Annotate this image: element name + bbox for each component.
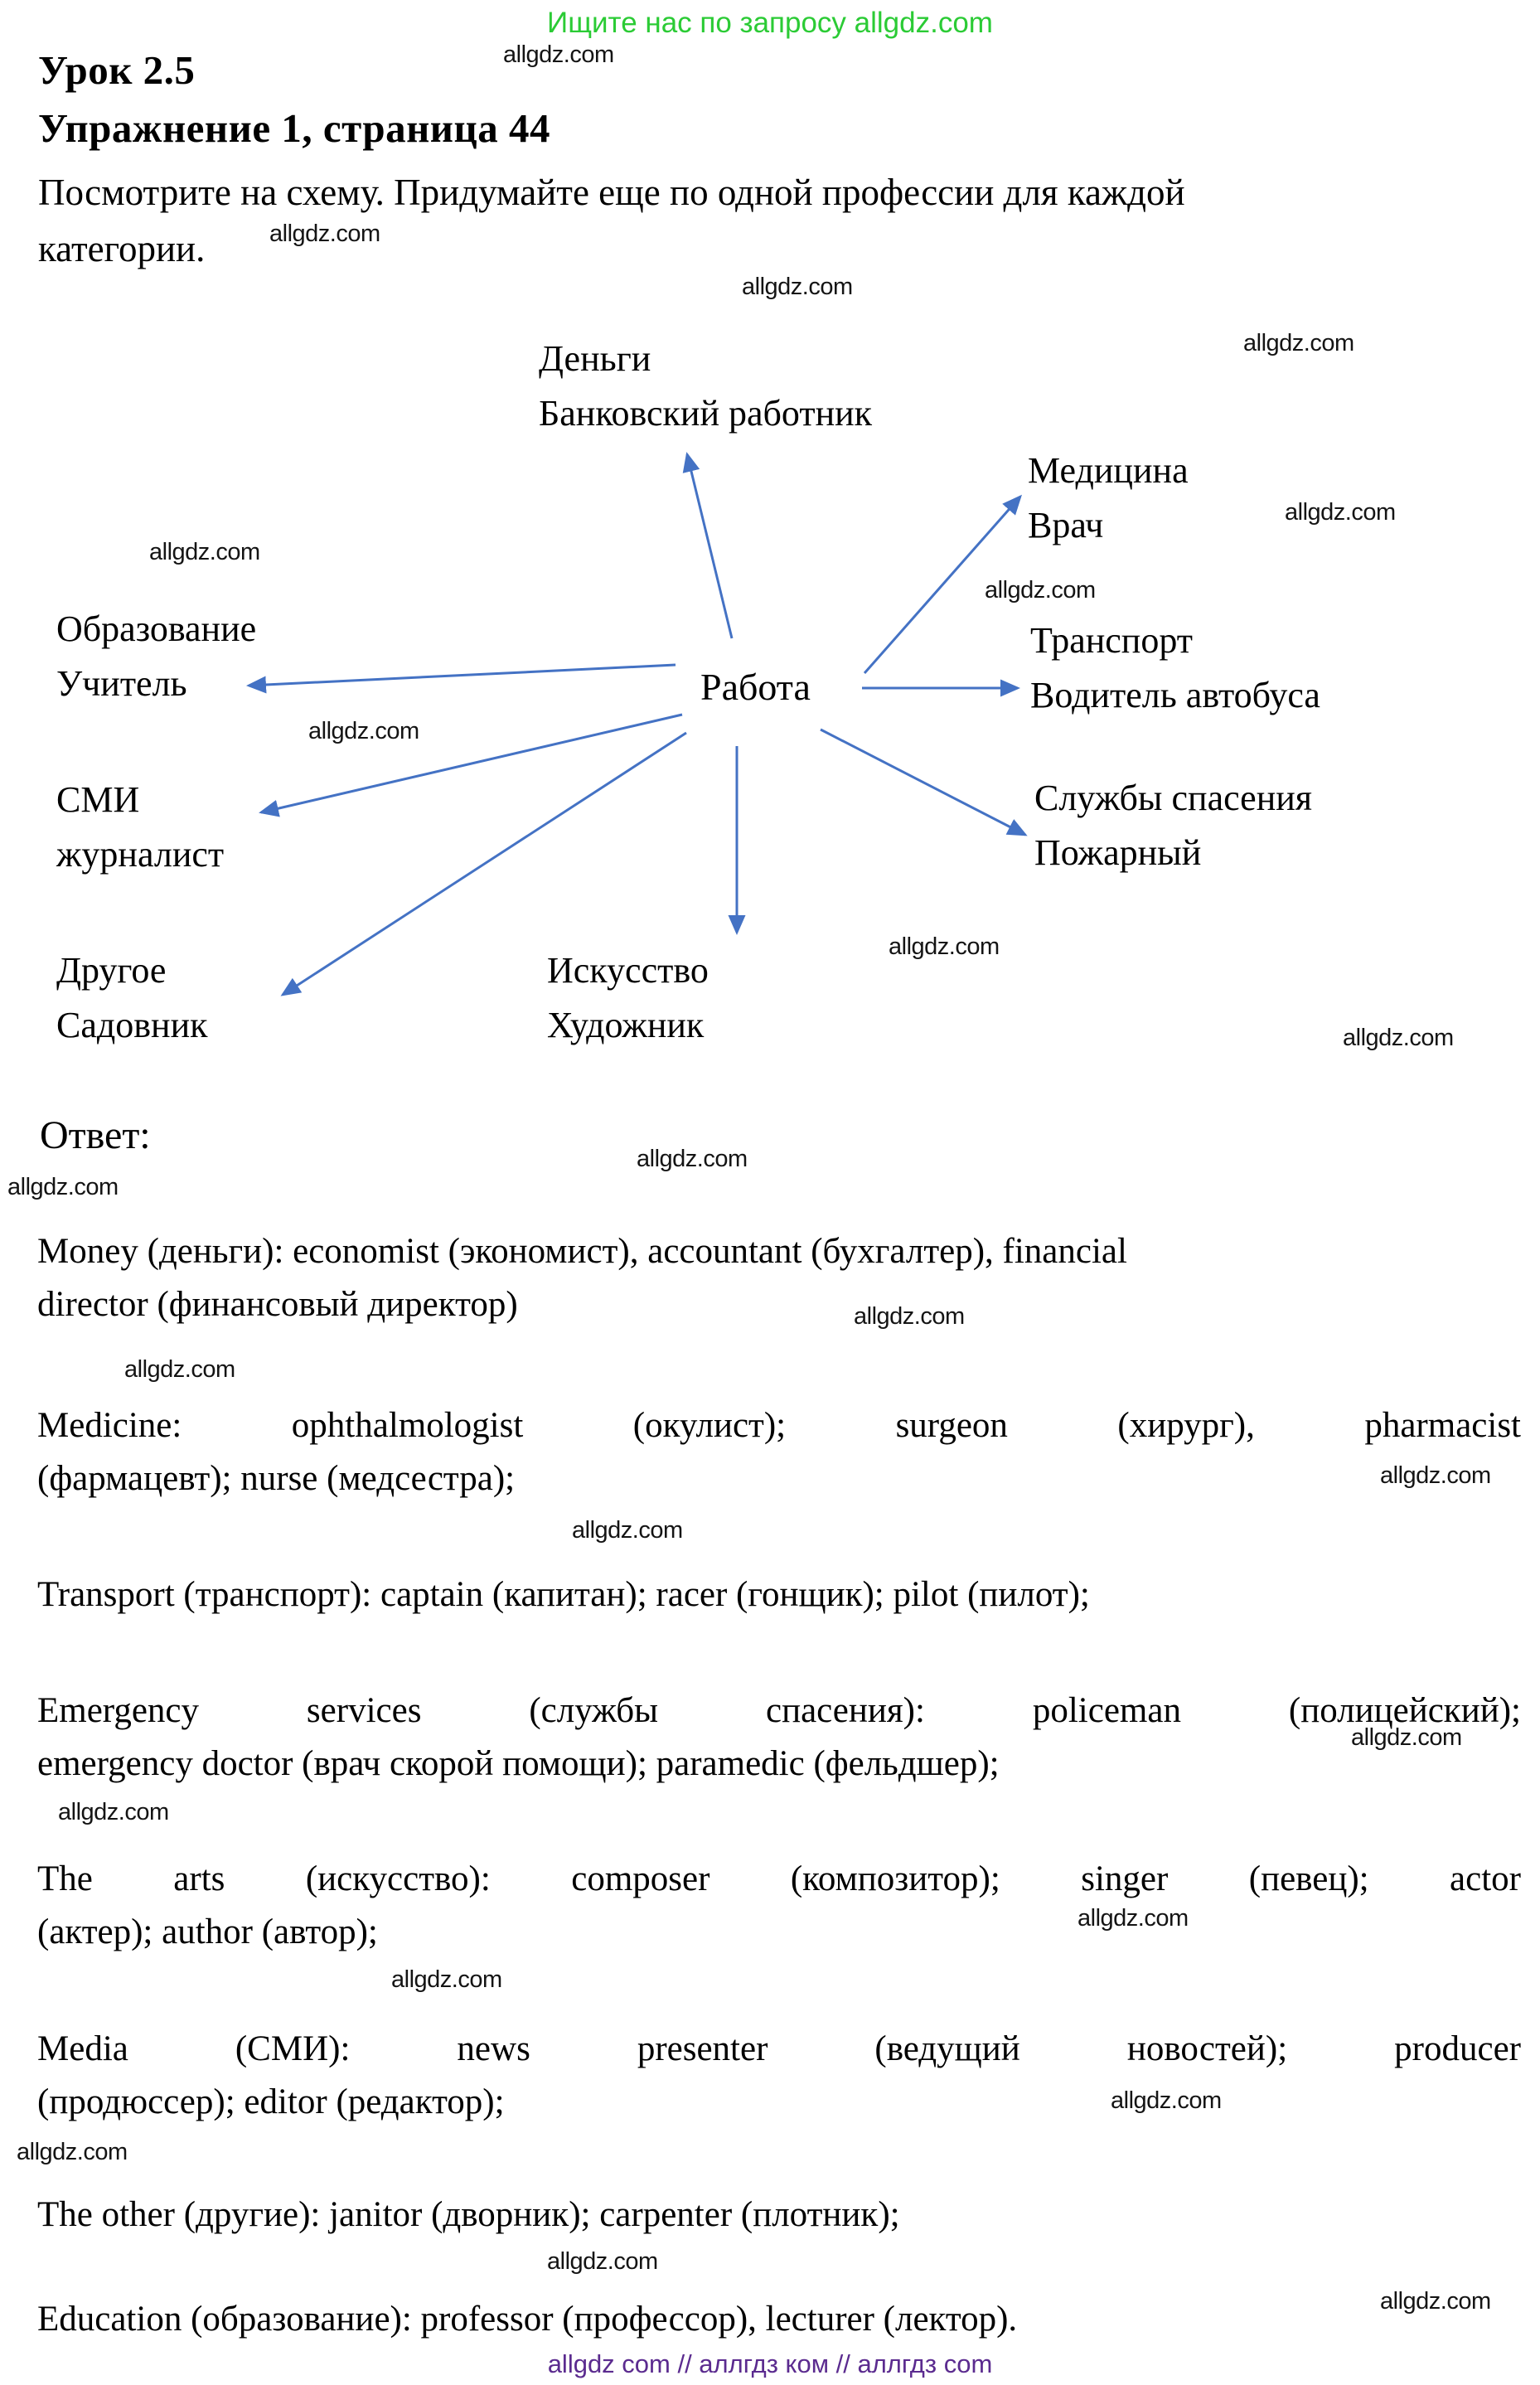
answer-line: The other (другие): janitor (дворник); c… bbox=[37, 2195, 900, 2234]
watermark: allgdz.com bbox=[1285, 499, 1396, 526]
node-profession: Садовник bbox=[56, 1005, 208, 1045]
watermark: allgdz.com bbox=[854, 1303, 965, 1330]
node-profession: Врач bbox=[1028, 505, 1104, 545]
answer-line: director (финансовый директор) bbox=[37, 1285, 518, 1324]
node-category: Искусство bbox=[547, 950, 709, 991]
node-category: Транспорт bbox=[1030, 620, 1194, 661]
watermark: allgdz.com bbox=[58, 1799, 169, 1825]
watermark: allgdz.com bbox=[124, 1356, 235, 1383]
watermark: allgdz.com bbox=[1343, 1025, 1454, 1051]
node-category: Другое bbox=[56, 950, 167, 991]
watermark: allgdz.com bbox=[742, 274, 853, 300]
answer-line: Money (деньги): economist (экономист), a… bbox=[37, 1232, 1127, 1271]
answer-line: Media (СМИ): news presenter (ведущий нов… bbox=[37, 2029, 1521, 2068]
instruction: Посмотрите на схему. Придумайте еще по о… bbox=[38, 164, 1185, 277]
diagram-node-education: Образование Учитель bbox=[56, 602, 256, 711]
node-profession: Учитель bbox=[56, 663, 187, 704]
diagram-node-transport: Транспорт Водитель автобуса bbox=[1030, 613, 1320, 723]
answer-line: emergency doctor (врач скорой помощи); p… bbox=[37, 1744, 1000, 1783]
watermark: allgdz.com bbox=[572, 1517, 683, 1544]
node-category: Службы спасения bbox=[1034, 778, 1313, 818]
exercise-title: Упражнение 1, страница 44 bbox=[38, 105, 551, 151]
node-category: Образование bbox=[56, 608, 257, 649]
answer-line: Transport (транспорт): captain (капитан)… bbox=[37, 1575, 1090, 1614]
watermark: allgdz.com bbox=[1243, 330, 1354, 356]
answer-line: (продюссер); editor (редактор); bbox=[37, 2082, 505, 2121]
answer-arts: The arts (искусство): composer (композит… bbox=[37, 1853, 1521, 1959]
watermark: allgdz.com bbox=[1380, 2288, 1491, 2315]
node-category: Медицина bbox=[1028, 450, 1189, 491]
watermark: allgdz.com bbox=[1351, 1724, 1462, 1751]
answer-label: Ответ: bbox=[40, 1113, 151, 1157]
watermark: allgdz.com bbox=[149, 539, 260, 565]
answer-line: Education (образование): professor (проф… bbox=[37, 2300, 1018, 2339]
answer-media: Media (СМИ): news presenter (ведущий нов… bbox=[37, 2023, 1521, 2129]
watermark: allgdz.com bbox=[308, 718, 419, 744]
answer-medicine: Medicine: ophthalmologist (окулист); sur… bbox=[37, 1399, 1521, 1505]
answer-other: The other (другие): janitor (дворник); c… bbox=[37, 2189, 1521, 2242]
lesson-title: Урок 2.5 bbox=[38, 47, 196, 93]
answer-emergency: Emergency services (службы спасения): po… bbox=[37, 1685, 1521, 1791]
node-profession: Художник bbox=[547, 1005, 705, 1045]
watermark: allgdz.com bbox=[1380, 1462, 1491, 1489]
arrow-to-emergency bbox=[820, 728, 1028, 836]
node-profession: журналист bbox=[56, 834, 225, 875]
footer-links: allgdz com // аллгдз ком // аллгдз com bbox=[547, 2349, 993, 2378]
diagram-node-media: СМИ журналист bbox=[56, 773, 224, 882]
watermark: allgdz.com bbox=[503, 41, 614, 68]
watermark: allgdz.com bbox=[889, 933, 1000, 960]
arrow-to-money bbox=[682, 452, 734, 639]
instruction-line: категории. bbox=[38, 228, 206, 269]
node-category: СМИ bbox=[56, 779, 140, 820]
diagram-node-money: Деньги Банковский работник bbox=[539, 332, 872, 441]
diagram-node-other: Другое Садовник bbox=[56, 943, 208, 1053]
watermark: allgdz.com bbox=[985, 577, 1096, 604]
watermark: allgdz.com bbox=[17, 2139, 128, 2165]
watermark: allgdz.com bbox=[637, 1146, 748, 1172]
answer-transport: Transport (транспорт): captain (капитан)… bbox=[37, 1568, 1521, 1622]
watermark: allgdz.com bbox=[269, 221, 380, 247]
watermark: allgdz.com bbox=[547, 2248, 658, 2275]
diagram-node-arts: Искусство Художник bbox=[547, 943, 709, 1053]
node-profession: Водитель автобуса bbox=[1030, 675, 1320, 715]
answer-line: Emergency services (службы спасения): po… bbox=[37, 1691, 1521, 1730]
answer-line: The arts (искусство): composer (композит… bbox=[37, 1859, 1521, 1898]
answer-line: (актер); author (автор); bbox=[37, 1912, 378, 1951]
diagram-node-medicine: Медицина Врач bbox=[1028, 444, 1189, 553]
answer-line: Medicine: ophthalmologist (окулист); sur… bbox=[37, 1406, 1521, 1445]
answer-line: (фармацевт); nurse (медсестра); bbox=[37, 1459, 516, 1498]
watermark: allgdz.com bbox=[391, 1966, 502, 1993]
node-profession: Пожарный bbox=[1034, 832, 1202, 873]
instruction-line: Посмотрите на схему. Придумайте еще по о… bbox=[38, 172, 1185, 213]
site-banner: Ищите нас по запросу allgdz.com bbox=[547, 7, 993, 39]
diagram-node-emergency: Службы спасения Пожарный bbox=[1034, 771, 1312, 880]
answer-education: Education (образование): professor (проф… bbox=[37, 2293, 1521, 2346]
node-category: Деньги bbox=[539, 338, 651, 379]
diagram-center: Работа bbox=[700, 666, 811, 708]
watermark: allgdz.com bbox=[1111, 2087, 1222, 2114]
watermark: allgdz.com bbox=[1078, 1905, 1189, 1932]
arrow-to-education bbox=[246, 663, 676, 694]
answer-money: Money (деньги): economist (экономист), a… bbox=[37, 1225, 1521, 1331]
watermark: allgdz.com bbox=[7, 1174, 119, 1200]
node-profession: Банковский работник bbox=[539, 393, 873, 434]
